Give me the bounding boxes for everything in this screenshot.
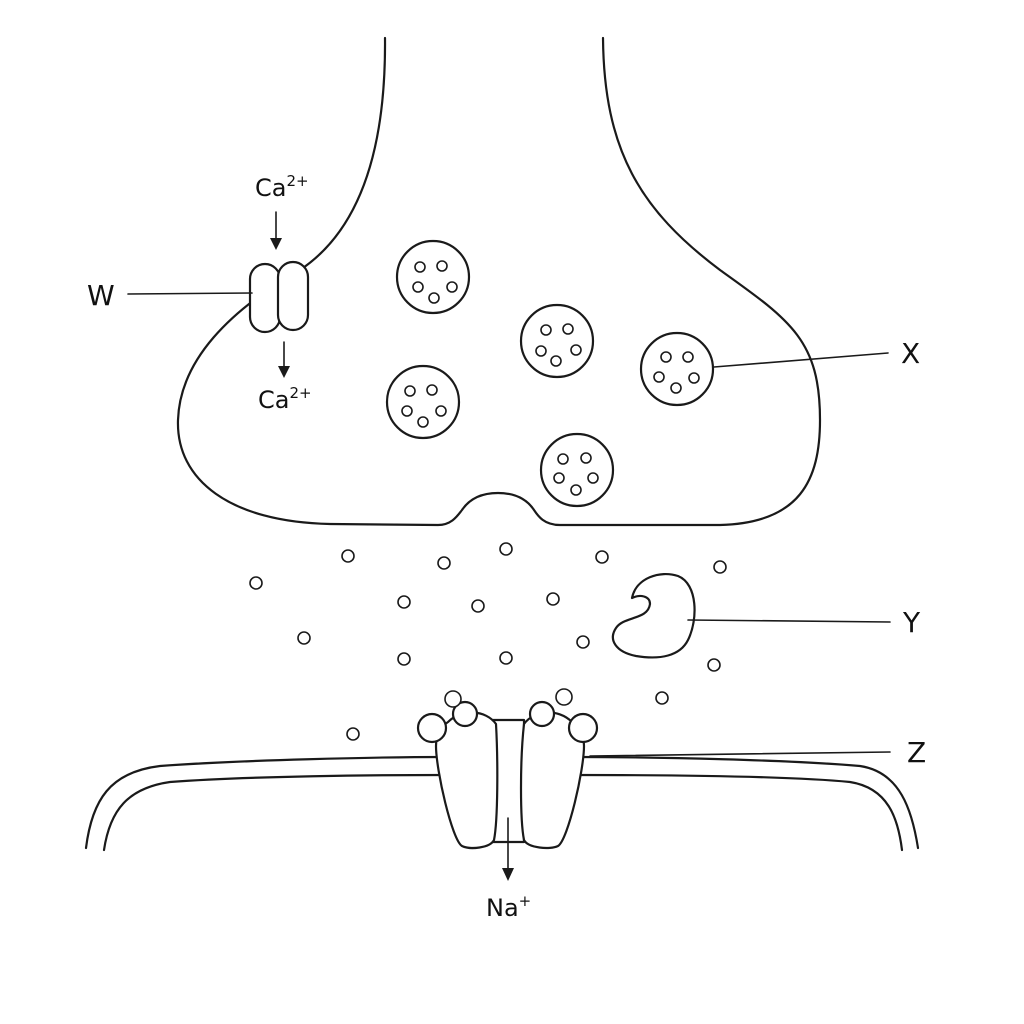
vesicle bbox=[639, 331, 715, 407]
calcium-label-bottom: Ca2+ bbox=[258, 384, 312, 414]
enzyme bbox=[611, 572, 696, 659]
leader-line-x bbox=[713, 352, 889, 368]
neurotransmitter-molecules bbox=[249, 542, 727, 741]
leader-line-w bbox=[127, 292, 253, 295]
calcium-label-top: Ca2+ bbox=[255, 172, 309, 202]
sodium-label: Na+ bbox=[486, 892, 531, 922]
leader-line-z bbox=[589, 751, 891, 757]
presynaptic-terminal bbox=[176, 36, 822, 527]
leader-line-y bbox=[687, 619, 891, 623]
vesicle bbox=[539, 432, 615, 508]
vesicle bbox=[395, 239, 471, 315]
calcium-influx-arrow-bottom bbox=[278, 341, 290, 378]
calcium-influx-arrow-top bbox=[270, 211, 282, 250]
postsynaptic-membrane-outer bbox=[84, 755, 920, 850]
sodium-influx-arrow bbox=[502, 817, 514, 881]
postsynaptic-membrane-inner bbox=[102, 773, 904, 852]
label-x: X bbox=[901, 337, 920, 370]
label-w: W bbox=[87, 279, 115, 312]
label-y: Y bbox=[902, 606, 921, 639]
calcium-channel bbox=[248, 260, 310, 334]
vesicle bbox=[385, 364, 461, 440]
ligand-gated-ion-channel bbox=[416, 688, 599, 850]
vesicle bbox=[519, 303, 595, 379]
label-z: Z bbox=[907, 736, 926, 769]
